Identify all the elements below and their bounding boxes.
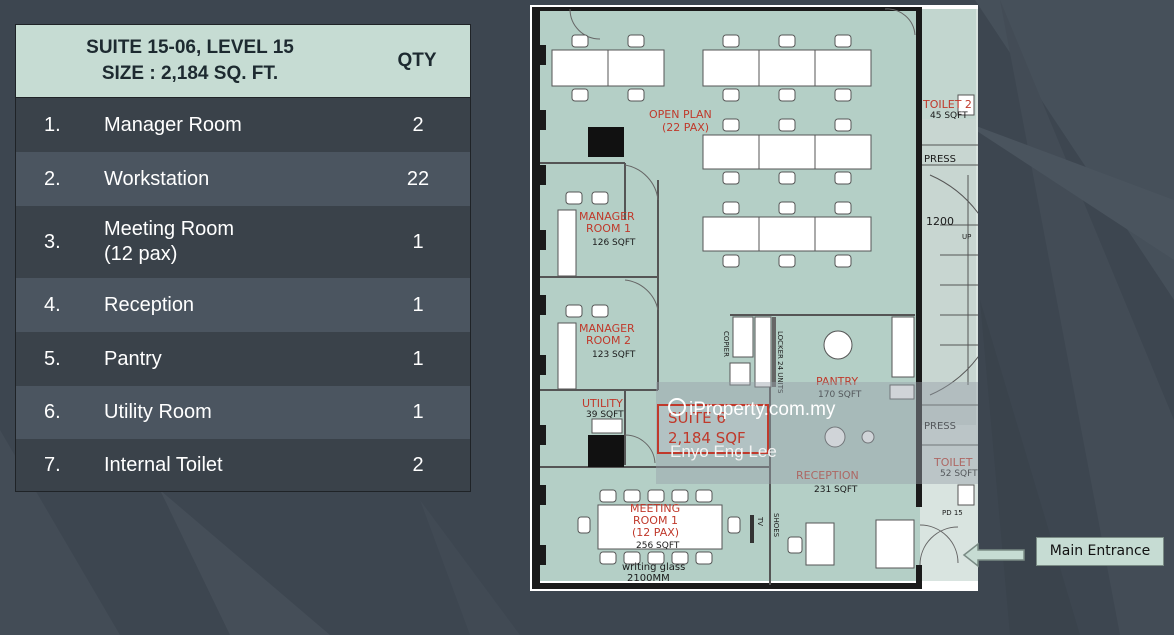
toilet-area: 52 SQFT — [940, 469, 978, 479]
row-item-line1: Meeting Room — [104, 218, 235, 240]
row-qty: 2 — [412, 453, 424, 476]
row-number: 2. — [44, 167, 61, 190]
shoes-label: SHOES — [772, 513, 780, 538]
copier-label: COPIER — [722, 331, 730, 357]
row-number: 3. — [44, 230, 61, 253]
glass-size-label: 2100MM — [627, 573, 670, 584]
toilet-2-area: 45 SQFT — [930, 111, 968, 121]
watermark-agent: Enyo Eng Lee — [670, 442, 777, 461]
row-qty: 22 — [406, 167, 430, 190]
suite-stamp-line2: 2,184 SQF — [668, 429, 746, 447]
table-row: 5. Pantry 1 — [16, 332, 470, 386]
table-row: 3. Meeting Room (12 pax) 1 — [16, 206, 470, 278]
manager-room-1-label: MANAGER — [579, 210, 635, 223]
watermark-site-text: iProperty.com.my — [689, 399, 836, 420]
reception-label: RECEPTION — [796, 469, 859, 482]
table-row: 7. Internal Toilet 2 — [16, 439, 470, 491]
row-qty: 1 — [412, 230, 424, 253]
manager-room-2-area: 123 SQFT — [592, 350, 636, 360]
open-plan-pax-label: (22 PAX) — [662, 121, 709, 134]
row-number: 6. — [44, 401, 61, 423]
stair-size-label: 1200 — [926, 215, 954, 228]
row-number: 4. — [44, 293, 61, 316]
meeting-room-label-2: ROOM 1 — [633, 514, 678, 527]
press-label-top: PRESS — [924, 154, 956, 165]
location-pin-icon — [668, 398, 686, 416]
toilet-2-label: TOILET 2 — [922, 98, 972, 111]
manager-room-2-label: MANAGER — [579, 322, 635, 335]
row-item: Manager Room — [104, 113, 242, 136]
qty-header: QTY — [397, 50, 437, 71]
press-label-bottom: PRESS — [924, 421, 956, 432]
suite-title: SUITE 15-06, LEVEL 15 SIZE : 2,184 SQ. F… — [16, 35, 364, 87]
table-row: 1. Manager Room 2 — [16, 98, 470, 152]
floor-plan-drawing: OPEN PLAN (22 PAX) MANAGER ROOM 1 126 SQ… — [530, 5, 978, 591]
up-label: UP — [962, 233, 971, 241]
table-row: 4. Reception 1 — [16, 278, 470, 332]
table-row: 6. Utility Room 1 — [16, 386, 470, 439]
row-qty: 1 — [412, 401, 424, 423]
manager-room-1-area: 126 SQFT — [592, 238, 636, 248]
manager-room-2-label-2: ROOM 2 — [586, 334, 631, 347]
watermark-site: iProperty.com.my — [668, 398, 835, 421]
suite-title-line1: SUITE 15-06, LEVEL 15 — [86, 37, 294, 58]
row-qty: 1 — [412, 347, 424, 370]
floor-plan: OPEN PLAN (22 PAX) MANAGER ROOM 1 126 SQ… — [530, 5, 978, 591]
locker-label: LOCKER 24 UNITS — [776, 331, 784, 394]
entrance-arrow-icon — [962, 542, 1025, 568]
table-row: 2. Workstation 22 — [16, 152, 470, 206]
main-entrance-label: Main Entrance — [1036, 537, 1164, 566]
pantry-area: 170 SQFT — [818, 390, 862, 400]
row-item: Meeting Room (12 pax) — [104, 217, 366, 267]
row-number: 5. — [44, 347, 61, 370]
tv-label: TV — [756, 516, 764, 526]
row-qty: 2 — [412, 113, 424, 136]
reception-area: 231 SQFT — [814, 485, 858, 495]
manager-room-1-label-2: ROOM 1 — [586, 222, 631, 235]
meeting-room-area: 256 SQFT — [636, 541, 680, 551]
row-qty: 1 — [412, 293, 424, 316]
row-item: Reception — [104, 293, 195, 316]
utility-label: UTILITY — [582, 397, 623, 410]
writing-glass-label: writing glass — [622, 562, 685, 573]
row-item: Workstation — [104, 167, 210, 190]
pantry-label: PANTRY — [816, 375, 858, 388]
row-item-line2: (12 pax) — [104, 243, 178, 265]
row-item: Pantry — [104, 347, 162, 370]
open-plan-label: OPEN PLAN — [649, 108, 712, 121]
table-header: SUITE 15-06, LEVEL 15 SIZE : 2,184 SQ. F… — [16, 25, 470, 98]
toilet-label: TOILET — [933, 456, 973, 469]
row-number: 1. — [44, 113, 61, 136]
suite-summary-table: SUITE 15-06, LEVEL 15 SIZE : 2,184 SQ. F… — [15, 24, 471, 492]
utility-area: 39 SQFT — [586, 410, 624, 420]
meeting-room-pax-label: (12 PAX) — [632, 526, 679, 539]
suite-size-line: SIZE : 2,184 SQ. FT. — [101, 63, 279, 84]
watermark-band — [656, 382, 978, 484]
row-number: 7. — [44, 453, 61, 476]
row-item: Utility Room — [104, 401, 212, 423]
row-item: Internal Toilet — [104, 453, 223, 476]
door-code-label: PD 15 — [942, 509, 963, 517]
meeting-room-label: MEETING — [630, 502, 680, 515]
